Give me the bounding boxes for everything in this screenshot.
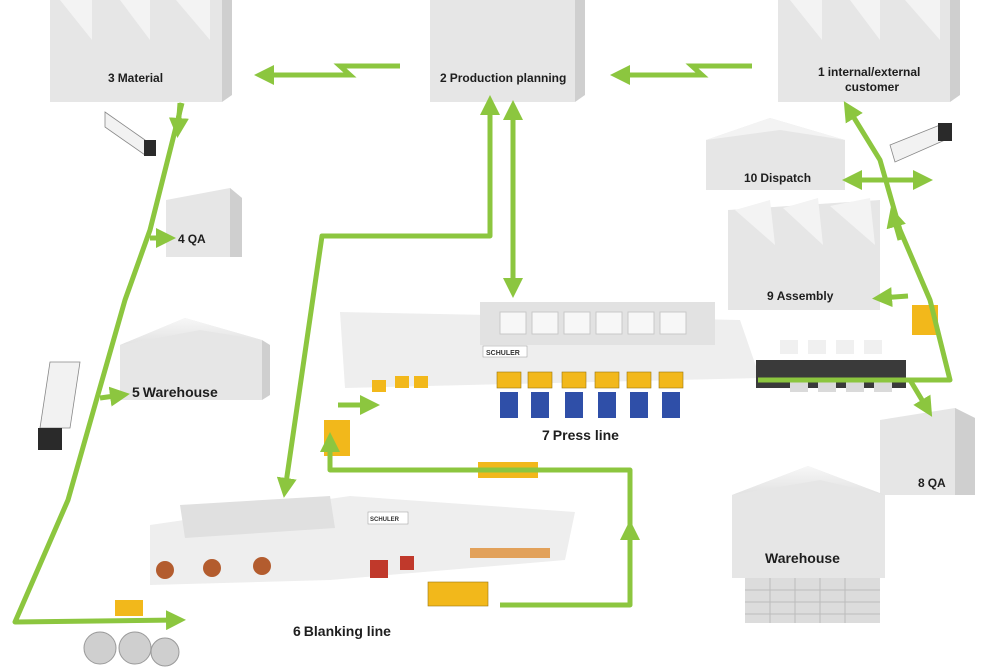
truck-dispatch [889,123,952,163]
blanking-line-brand: SCHULER [370,517,400,523]
warehouse-right-label: Warehouse [765,550,840,566]
information-flow-arrows [254,63,752,85]
truck-left [38,361,81,450]
material-flow-paths [12,95,953,631]
warehouse-right-building: Warehouse [732,466,885,623]
truck-material [104,111,156,156]
press-line-brand: SCHULER [486,350,520,357]
customer-label-line2: customer [845,80,899,94]
